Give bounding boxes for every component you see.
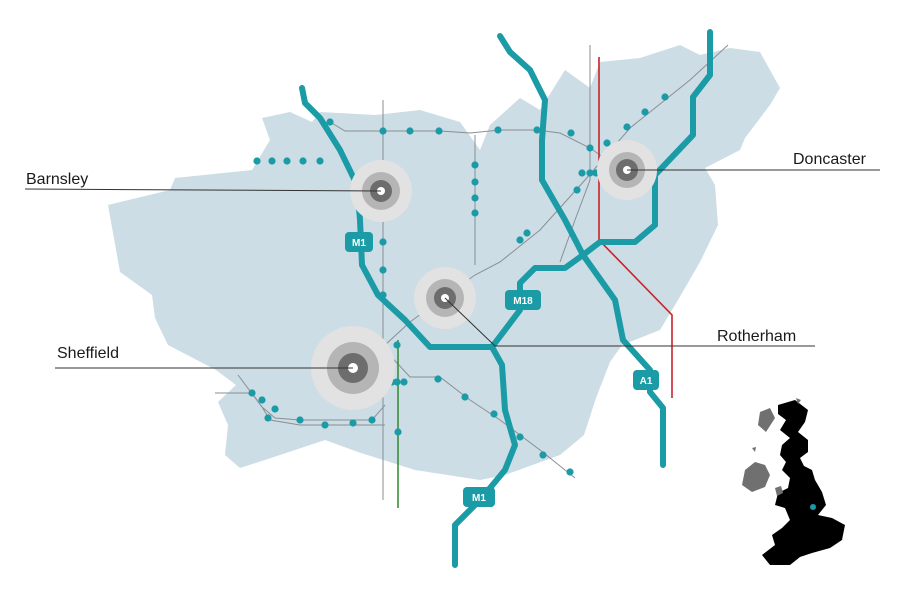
leader-line-rotherham (444, 297, 815, 347)
label-sheffield: Sheffield (57, 345, 119, 362)
station-dot (567, 129, 575, 137)
island (752, 447, 756, 452)
station-dot (394, 428, 402, 436)
station-dot (264, 414, 272, 422)
station-dot (471, 178, 479, 186)
station-dot (641, 108, 649, 116)
station-dot (586, 144, 594, 152)
station-dot (661, 93, 669, 101)
station-dot (434, 375, 442, 383)
svg-text:M1: M1 (352, 238, 366, 249)
station-dot (603, 139, 611, 147)
road-m1 (299, 85, 518, 568)
rail-line (439, 44, 729, 301)
station-dot (299, 157, 307, 165)
uk-locator-map (742, 398, 845, 565)
station-dot (490, 410, 498, 418)
station-dot (379, 127, 387, 135)
station-dot (379, 238, 387, 246)
road-shield-m1-north: M1 (345, 232, 373, 252)
rail-line-red (598, 57, 673, 398)
station-dot (516, 433, 524, 441)
station-dot (566, 468, 574, 476)
station-dot (471, 209, 479, 217)
station-dot (539, 451, 547, 459)
road-shield-a1: A1 (633, 370, 659, 390)
station-dot (623, 123, 631, 131)
station-dot (349, 419, 357, 427)
station-dot (379, 291, 387, 299)
station-dot (406, 127, 414, 135)
rail-line (329, 121, 611, 163)
station-dot (379, 266, 387, 274)
station-dot (533, 126, 541, 134)
station-dot (471, 161, 479, 169)
station-dot (253, 157, 261, 165)
svg-text:A1: A1 (640, 376, 653, 387)
station-dot (268, 157, 276, 165)
road-shield-m1-south: M1 (463, 487, 495, 507)
station-dot (435, 127, 443, 135)
station-dot (461, 393, 469, 401)
road-m18 (489, 252, 586, 350)
station-dot (516, 236, 524, 244)
station-dot (321, 421, 329, 429)
uk-mainland (762, 400, 845, 565)
island (758, 408, 775, 432)
station-dot (316, 157, 324, 165)
svg-text:M18: M18 (513, 296, 533, 307)
station-dot (326, 118, 334, 126)
station-dot (393, 341, 401, 349)
island (796, 398, 801, 404)
station-dot (271, 405, 279, 413)
rail-line (384, 349, 576, 479)
label-barnsley: Barnsley (26, 171, 88, 188)
road-shield-m18: M18 (505, 290, 541, 310)
station-dot (400, 378, 408, 386)
station-dot (393, 378, 401, 386)
ireland (742, 462, 770, 492)
station-dot (578, 169, 586, 177)
leader-line-barnsley (24, 188, 382, 192)
station-dot (573, 186, 581, 194)
label-doncaster: Doncaster (793, 151, 867, 168)
station-dot (258, 396, 266, 404)
station-dot (471, 194, 479, 202)
station-dot (296, 416, 304, 424)
region-outline (108, 45, 780, 480)
island (775, 486, 783, 496)
station-dot (368, 416, 376, 424)
svg-text:M1: M1 (472, 493, 486, 504)
location-marker (810, 504, 816, 510)
label-rotherham: Rotherham (717, 328, 796, 345)
station-dot (248, 389, 256, 397)
station-dot (494, 126, 502, 134)
station-dot (523, 229, 531, 237)
station-dot (586, 169, 594, 177)
rail-line (559, 45, 591, 263)
station-dot (283, 157, 291, 165)
